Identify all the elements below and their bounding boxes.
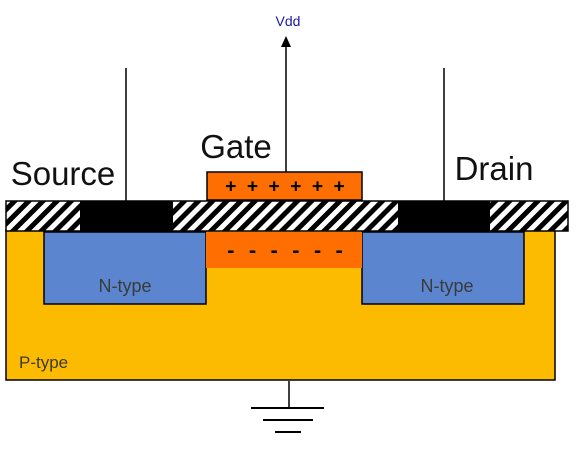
drain-label: Drain: [455, 150, 534, 187]
ground-icon: [251, 381, 324, 433]
n-type-source-well: [43, 231, 207, 305]
source-contact: [80, 201, 173, 231]
n-type-left-label: N-type: [98, 276, 151, 296]
gate-label: Gate: [200, 128, 272, 165]
arrow-up-icon: [281, 36, 291, 47]
n-type-drain-well: [361, 231, 525, 305]
channel-negative-charges: - - - - - -: [225, 241, 344, 262]
gate-positive-charges: + + + + + +: [225, 176, 344, 197]
n-type-right-label: N-type: [420, 276, 473, 296]
source-label: Source: [11, 155, 116, 192]
vdd-label: Vdd: [276, 13, 301, 29]
drain-contact: [398, 201, 490, 231]
p-type-label: P-type: [19, 353, 68, 372]
induced-channel: [206, 232, 362, 268]
gate-electrode: [206, 171, 363, 201]
